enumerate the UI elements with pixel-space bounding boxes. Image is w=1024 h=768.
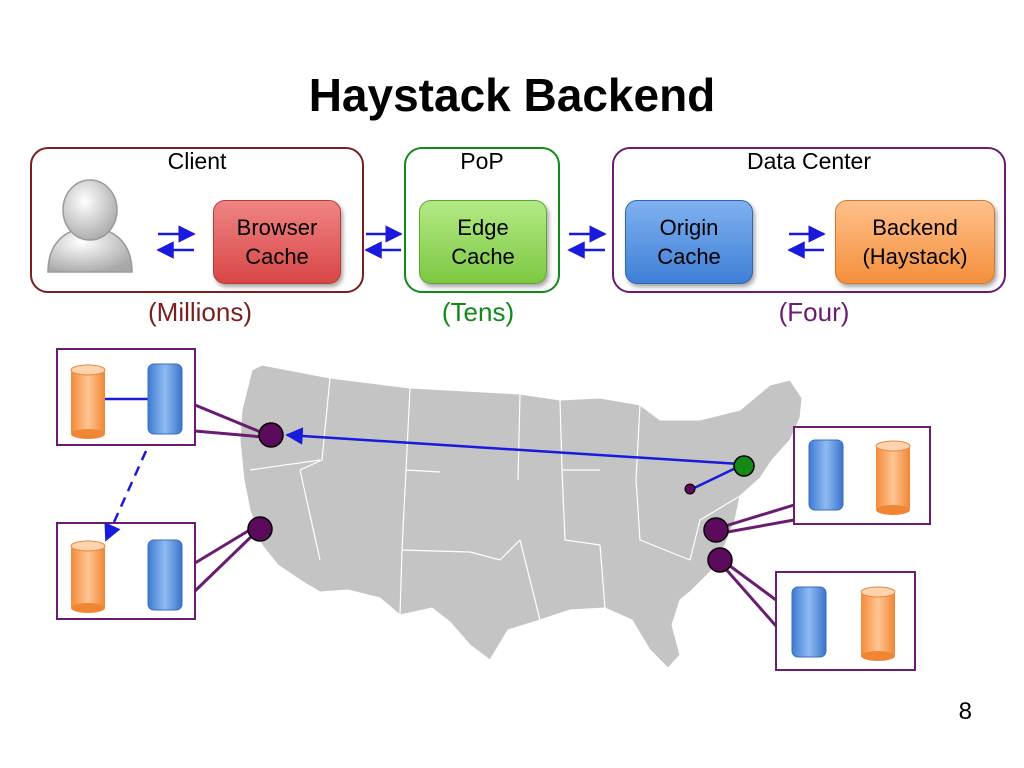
browser-cache-node: Browser Cache [213, 200, 341, 284]
bidirectional-arrow-icon [156, 225, 196, 259]
datacenter-group: Data Center [612, 147, 1006, 293]
datacenter-node-west-north [258, 422, 284, 448]
client-group: Client [30, 147, 364, 293]
us-map [239, 364, 803, 669]
storage-cylinder-icon [875, 440, 911, 515]
bidirectional-arrow-icon [364, 225, 403, 259]
pop-group-label: PoP [460, 148, 504, 174]
client-count: (Millions) [148, 297, 252, 327]
server-box-icon [147, 539, 183, 611]
storage-cylinder-icon [70, 540, 106, 613]
edge-cache-node: Edge Cache [419, 200, 547, 284]
datacenter-detail-west-north [56, 348, 196, 446]
origin-cache-node: Origin Cache [625, 200, 753, 284]
datacenter-node-west-south [247, 516, 273, 542]
client-node [684, 483, 696, 495]
slide-title: Haystack Backend [308, 69, 716, 121]
datacenter-node-east-north [703, 517, 729, 543]
datacenter-detail-west-south [56, 522, 196, 620]
server-box-icon [147, 363, 183, 435]
client-group-label: Client [167, 148, 227, 174]
pop-group: PoP [404, 147, 560, 293]
storage-cylinder-icon [860, 586, 896, 661]
backend-haystack-node: Backend (Haystack) [835, 200, 995, 284]
datacenter-node-east-south [707, 547, 733, 573]
server-box-icon [791, 586, 827, 658]
detail-connectors [193, 403, 795, 627]
datacenter-detail-east-south [775, 571, 916, 671]
storage-cylinder-icon [70, 364, 106, 439]
user-icon [47, 179, 133, 273]
datacenter-group-label: Data Center [746, 148, 871, 174]
us-map-state-borders [249, 377, 741, 621]
datacenter-detail-east-north [793, 426, 931, 525]
server-box-icon [808, 439, 844, 511]
bidirectional-arrow-icon [567, 225, 607, 259]
bidirectional-arrow-icon [787, 225, 826, 259]
datacenter-count: (Four) [778, 297, 850, 327]
slide-number: 8 [958, 698, 972, 725]
client-to-pop-line [691, 464, 741, 491]
pop-count: (Tens) [441, 297, 515, 327]
pop-node [733, 455, 755, 477]
request-arrow [285, 427, 741, 466]
